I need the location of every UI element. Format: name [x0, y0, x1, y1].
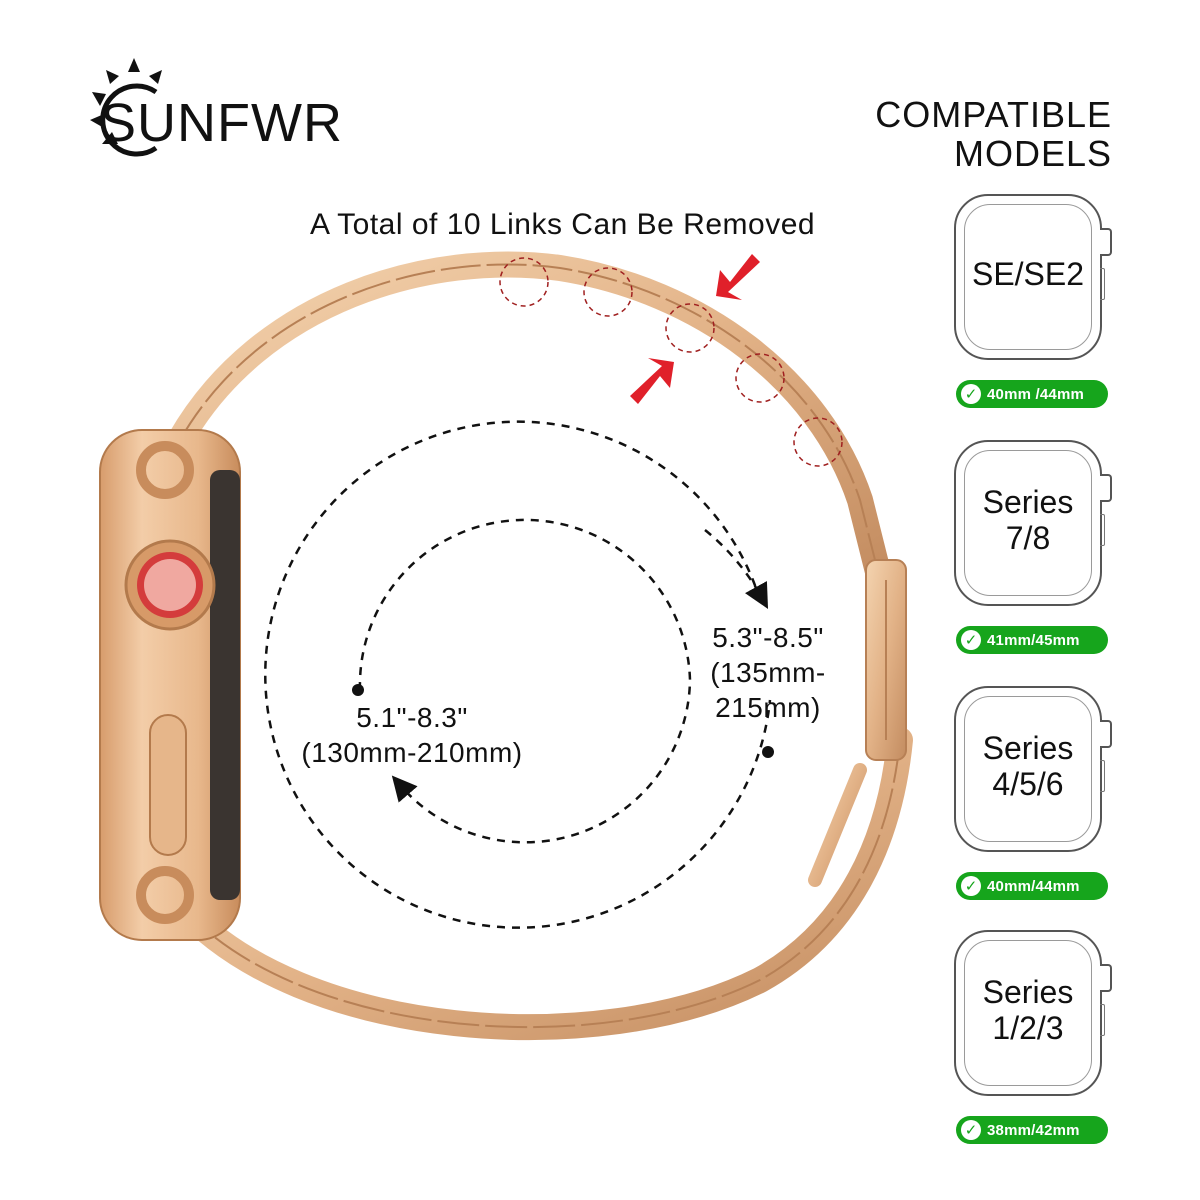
watch-crown-icon	[1100, 964, 1112, 992]
compatible-title-line1: COMPATIBLE	[875, 94, 1112, 135]
size-text: 40mm/44mm	[987, 877, 1080, 895]
model-name: Series 4/5/6	[982, 730, 1074, 802]
outer-arc-end-dot	[762, 746, 774, 758]
red-arrow-icon	[630, 254, 760, 404]
inner-arc-start-dot	[352, 684, 364, 696]
watch-outline-icon	[954, 194, 1102, 360]
watch-side-button-icon	[1100, 268, 1105, 300]
outer-measurement-mm-1: (135mm-	[710, 657, 826, 688]
links-caption: A Total of 10 Links Can Be Removed	[310, 208, 816, 241]
inner-measurement: 5.1"-8.3" (130mm-210mm)	[282, 700, 542, 770]
watch-outline-icon	[954, 440, 1102, 606]
compatible-models-title: COMPATIBLE MODELS	[875, 94, 1112, 174]
removable-link-markers	[499, 257, 843, 467]
watch-outline-icon	[954, 930, 1102, 1096]
size-text: 40mm /44mm	[987, 385, 1085, 403]
watch-side-button-icon	[1100, 760, 1105, 792]
inner-measurement-mm: (130mm-210mm)	[301, 737, 523, 768]
watch-side-button-icon	[1100, 1004, 1105, 1036]
size-badge: ✓ 38mm/42mm	[956, 1116, 1108, 1144]
size-badge: ✓ 41mm/45mm	[956, 626, 1108, 654]
size-badge: ✓ 40mm /44mm	[956, 380, 1108, 408]
model-card: Series 7/8 ✓ 41mm/45mm	[950, 436, 1120, 666]
model-name: Series 7/8	[982, 484, 1074, 556]
watch-crown-icon	[1100, 720, 1112, 748]
outer-measurement-mm-2: 215mm)	[715, 692, 821, 723]
model-card: Series 1/2/3 ✓ 38mm/42mm	[950, 926, 1120, 1156]
outer-measurement-inches: 5.3"-8.5"	[712, 622, 824, 653]
sun-icon	[90, 58, 162, 157]
model-name: Series 1/2/3	[982, 974, 1074, 1046]
check-icon: ✓	[961, 630, 981, 650]
size-text: 38mm/42mm	[987, 1121, 1080, 1139]
watch-case	[99, 429, 241, 941]
watch-crown-icon	[1100, 474, 1112, 502]
check-icon: ✓	[961, 1120, 981, 1140]
watch-crown-icon	[1100, 228, 1112, 256]
compatible-title-line2: MODELS	[953, 132, 1112, 174]
model-card: SE/SE2 ✓ 40mm /44mm	[950, 190, 1120, 420]
brand-name: SUNFWR	[100, 93, 343, 153]
watch-outline-icon	[954, 686, 1102, 852]
check-icon: ✓	[961, 876, 981, 896]
watch-side-button-icon	[1100, 514, 1105, 546]
outer-measurement: 5.3"-8.5" (135mm- 215mm)	[698, 620, 838, 725]
model-card: Series 4/5/6 ✓ 40mm/44mm	[950, 682, 1120, 912]
measurement-arcs	[264, 420, 772, 929]
model-name: SE/SE2	[971, 256, 1085, 293]
inner-measurement-inches: 5.1"-8.3"	[356, 702, 468, 733]
size-badge: ✓ 40mm/44mm	[956, 872, 1108, 900]
check-icon: ✓	[961, 384, 981, 404]
size-text: 41mm/45mm	[987, 631, 1080, 649]
metal-band	[167, 251, 913, 1041]
